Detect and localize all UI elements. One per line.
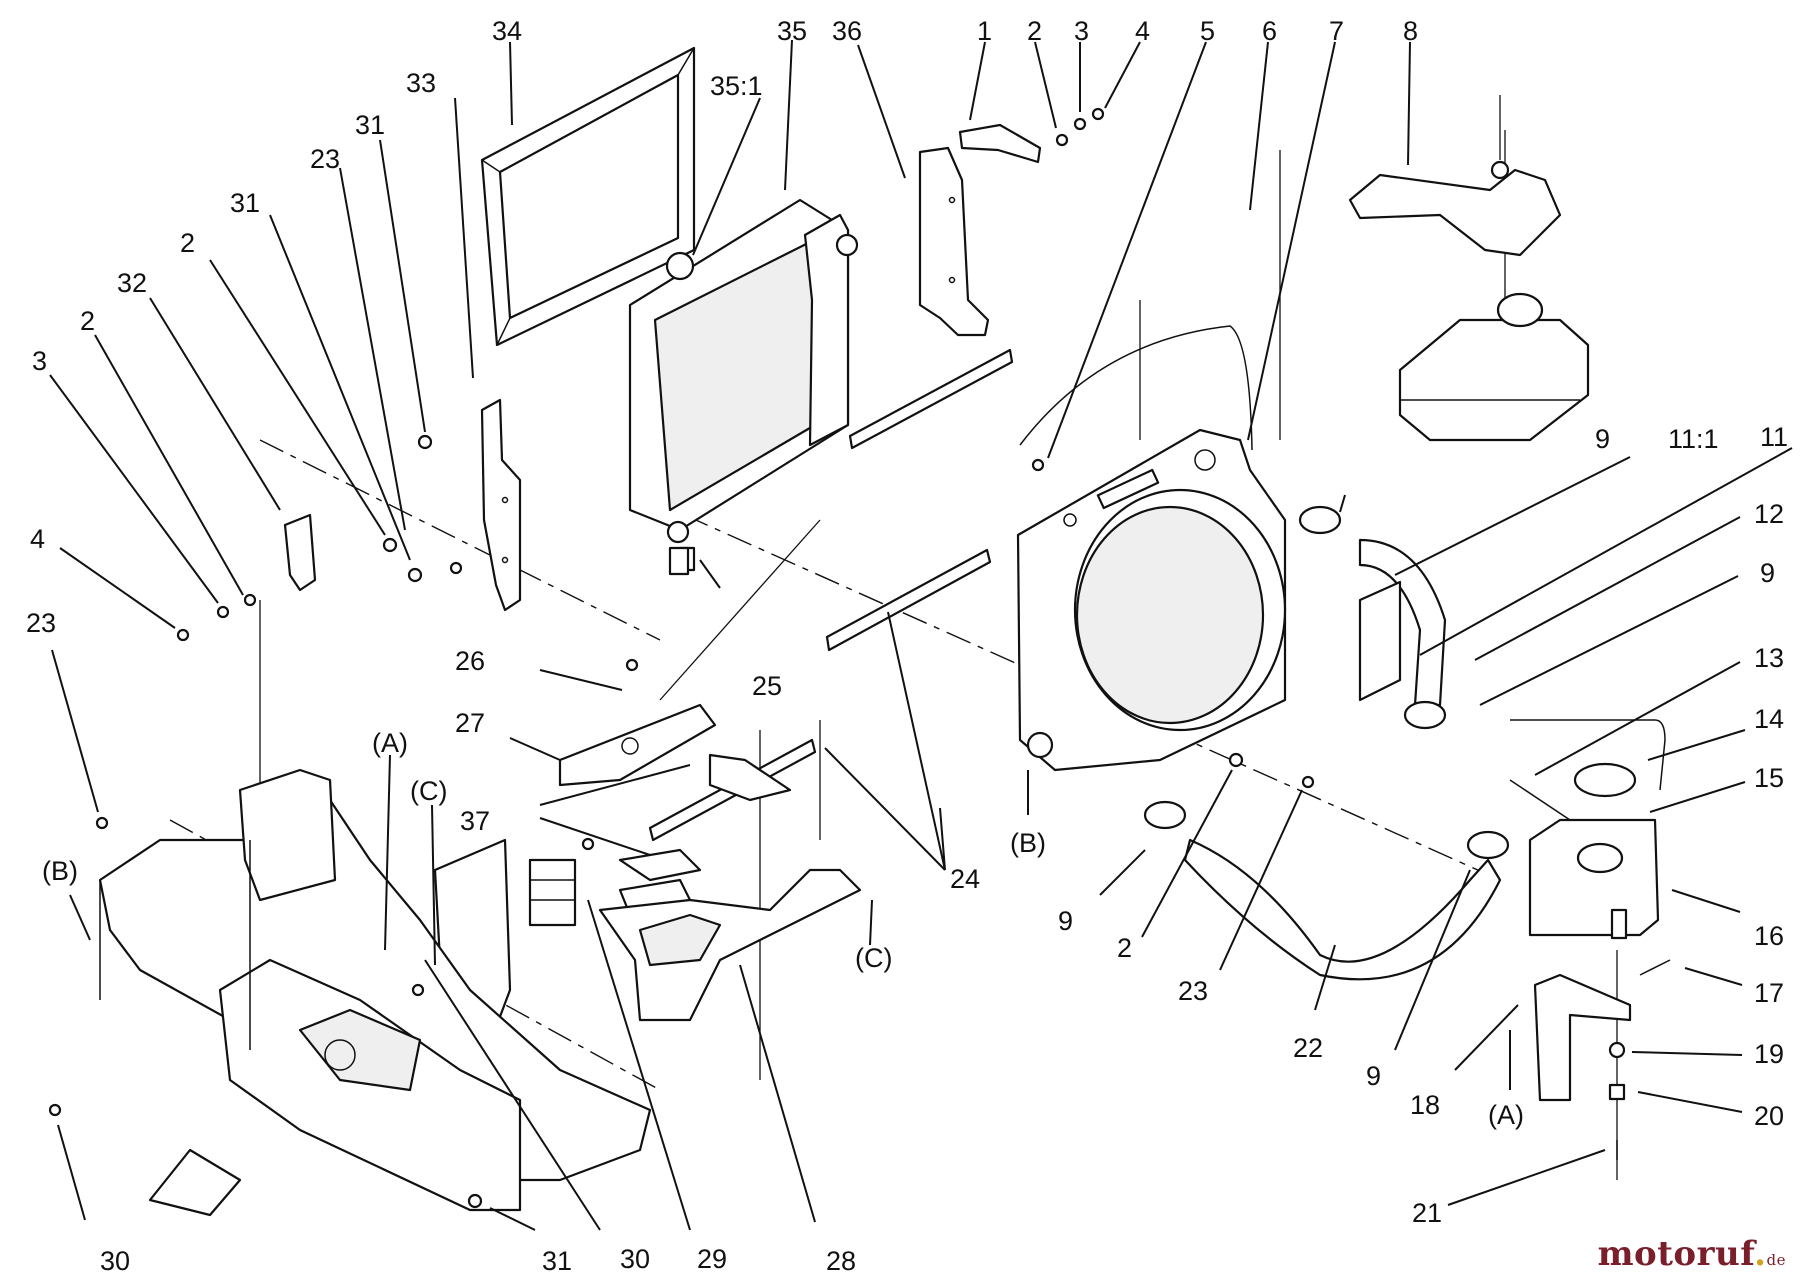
callout-labels: 34 35 36 1 2 3 4 5 6 7 8 33 35:1 31 23 3… (26, 16, 1788, 1276)
lower-hose (1183, 838, 1502, 981)
callout-21: 21 (1412, 1198, 1442, 1228)
callout-30: 30 (620, 1244, 650, 1274)
callout-9: 9 (1366, 1061, 1381, 1091)
radiator (628, 198, 859, 572)
callout-B: (B) (42, 856, 78, 886)
callout-2: 2 (180, 228, 195, 258)
callout-37: 37 (460, 806, 490, 836)
callout-15: 15 (1754, 763, 1784, 793)
foam-pads (618, 753, 792, 917)
drain-valve (668, 546, 690, 576)
reservoir-bracket (1533, 973, 1632, 1102)
hose-bracket (1358, 580, 1402, 702)
callout-24: 24 (950, 864, 980, 894)
callout-6: 6 (1262, 16, 1277, 46)
callout-31: 31 (355, 110, 385, 140)
brand-tld: de (1766, 1251, 1786, 1269)
callout-17: 17 (1754, 978, 1784, 1008)
callout-9: 9 (1058, 906, 1073, 936)
callout-27: 27 (455, 708, 485, 738)
callout-4: 4 (30, 524, 45, 554)
callout-14: 14 (1754, 704, 1784, 734)
callout-31: 31 (230, 188, 260, 218)
callout-20: 20 (1754, 1101, 1784, 1131)
brand-name: motoruf (1597, 1234, 1755, 1274)
callout-7: 7 (1329, 16, 1344, 46)
callout-4: 4 (1135, 16, 1150, 46)
callout-C: (C) (855, 943, 892, 973)
callout-16: 16 (1754, 921, 1784, 951)
hose-clamps (1143, 505, 1510, 860)
callout-3: 3 (32, 346, 47, 376)
motoruf-watermark-logo: motoruf.de (1598, 1234, 1786, 1274)
callout-30: 30 (100, 1246, 130, 1276)
callout-29: 29 (697, 1244, 727, 1274)
lower-baffle-plate (598, 868, 862, 1022)
callout-18: 18 (1410, 1090, 1440, 1120)
callout-8: 8 (1403, 16, 1418, 46)
callout-A: (A) (1488, 1100, 1524, 1130)
brand-dot: . (1754, 1234, 1767, 1274)
callout-19: 19 (1754, 1039, 1784, 1069)
callout-1: 1 (977, 16, 992, 46)
callout-13: 13 (1754, 643, 1784, 673)
fan-shroud (1016, 428, 1287, 772)
reservoir-cap (1573, 762, 1637, 798)
top-hardware (1055, 107, 1105, 147)
air-baffle (558, 703, 717, 787)
coolant-reservoir (1528, 818, 1660, 940)
radiator-screen (480, 46, 696, 347)
callout-34: 34 (492, 16, 522, 46)
callout-B: (B) (1010, 828, 1046, 858)
reservoir-hardware (1608, 959, 1671, 1160)
callout-31: 31 (542, 1246, 572, 1276)
callout-35-1: 35:1 (710, 71, 763, 101)
muffler-guard (1348, 95, 1562, 257)
callout-32: 32 (117, 268, 147, 298)
callout-2: 2 (80, 306, 95, 336)
foam-seal-strips (648, 348, 1014, 842)
callout-26: 26 (455, 646, 485, 676)
mounting-plate (283, 513, 317, 592)
callout-35: 35 (777, 16, 807, 46)
callout-C: (C) (410, 776, 447, 806)
callout-28: 28 (826, 1246, 856, 1276)
callout-12: 12 (1754, 499, 1784, 529)
main-frame (98, 768, 652, 1217)
overflow-tube (1509, 719, 1666, 821)
small-bracket (958, 123, 1042, 164)
callout-36: 36 (832, 16, 862, 46)
callout-25: 25 (752, 671, 782, 701)
right-radiator-bracket (918, 146, 990, 337)
left-radiator-bracket (480, 398, 522, 612)
callout-9: 9 (1595, 424, 1610, 454)
callout-23: 23 (1178, 976, 1208, 1006)
callout-22: 22 (1293, 1033, 1323, 1063)
muffler (1398, 292, 1590, 442)
callout-23: 23 (26, 608, 56, 638)
leader-lines (49, 39, 1793, 1231)
callout-11: 11 (1760, 422, 1788, 452)
shroud-seal (1019, 325, 1253, 451)
callout-A: (A) (372, 728, 408, 758)
callout-23: 23 (310, 144, 340, 174)
voltage-regulator (528, 858, 577, 927)
callout-9: 9 (1760, 558, 1775, 588)
fasteners (48, 434, 1315, 1209)
callout-3: 3 (1074, 16, 1089, 46)
callout-11-1: 11:1 (1668, 424, 1719, 454)
callout-2: 2 (1027, 16, 1042, 46)
callout-5: 5 (1200, 16, 1215, 46)
callout-2: 2 (1117, 933, 1132, 963)
callout-33: 33 (406, 68, 436, 98)
